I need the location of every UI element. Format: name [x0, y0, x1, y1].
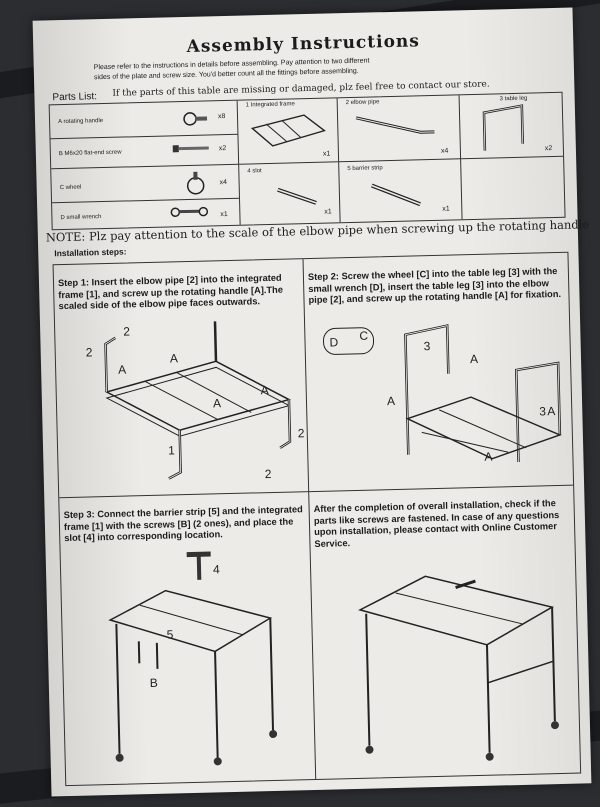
step1-label-a-3: A — [213, 396, 221, 410]
part-qty-c: x4 — [219, 179, 228, 187]
step1-label-a-2: A — [170, 351, 178, 365]
part-qty-3: x2 — [544, 145, 553, 153]
part-name-4: 4 slot — [247, 168, 262, 175]
elbow-pipe-icon — [355, 116, 435, 134]
step-2-text: Step 2: Screw the wheel [C] into the tab… — [307, 266, 562, 306]
integrated-frame-icon — [250, 114, 326, 147]
instruction-sheet: Assembly Instructions Please refer to th… — [32, 7, 592, 797]
part-name-3: 3 table leg — [499, 95, 528, 103]
final-check-text: After the completion of overall installa… — [313, 498, 560, 549]
step2-label-3-left: 3 — [424, 339, 431, 353]
parts-list-label: Parts List: — [52, 91, 98, 104]
part-name-a: A rotating handle — [58, 118, 104, 126]
step1-label-2-right: 2 — [298, 426, 305, 440]
part-qty-d: x1 — [220, 211, 228, 219]
part-qty-2: x4 — [440, 147, 449, 155]
part-name-d: D small wrench — [60, 214, 102, 222]
step2-label-a-3: A — [547, 404, 555, 418]
part-qty-5: x1 — [442, 205, 450, 213]
small-wrench-icon — [170, 206, 209, 218]
step2-label-a-1: A — [470, 352, 478, 366]
part-name-1: 1 Integrated frame — [245, 101, 295, 109]
step3-label-5: 5 — [166, 627, 173, 641]
step-2-diagram: D C 3 3 A A A A — [323, 324, 562, 464]
step2-label-3-right: 3 — [539, 404, 546, 418]
parts-list-table: A rotating handle x8 B M6x20 flat-end sc… — [48, 91, 566, 231]
step-3-text: Step 3: Connect the barrier strip [5] an… — [63, 504, 303, 544]
step2-label-a-4: A — [484, 450, 492, 464]
part-name-c: C wheel — [59, 184, 82, 192]
part-name-5: 5 barrier strip — [347, 165, 383, 173]
assembled-table-diagram — [358, 575, 559, 761]
part-qty-4: x1 — [324, 208, 332, 216]
step2-label-d: D — [329, 335, 338, 349]
step1-label-2-left: 2 — [86, 345, 93, 359]
step-1-diagram: A A A A 1 2 2 2 2 — [86, 321, 305, 481]
step1-label-1: 1 — [168, 443, 175, 457]
part-name-2: 2 elbow pipe — [345, 99, 380, 107]
steps-grid: Step 1: Insert the elbow pipe [2] into t… — [52, 251, 582, 787]
step2-label-c: C — [359, 329, 368, 343]
step1-label-a-1: A — [118, 363, 126, 377]
screw-icon — [172, 145, 209, 153]
step2-label-a-2: A — [387, 394, 395, 408]
step1-label-2-top: 2 — [123, 324, 130, 338]
barrier-strip-icon — [371, 183, 421, 207]
step-3-diagram: 4 5 B — [108, 551, 278, 766]
slot-icon — [277, 187, 317, 205]
step3-label-4: 4 — [213, 562, 220, 576]
wheel-icon — [186, 171, 205, 195]
part-qty-b: x2 — [218, 145, 227, 153]
rotating-handle-icon — [183, 112, 208, 126]
installation-steps-label: Installation steps: — [54, 246, 127, 259]
part-qty-a: x8 — [217, 113, 226, 121]
step1-label-2-bottom: 2 — [265, 467, 272, 481]
table-leg-icon — [482, 104, 525, 151]
step-1-text: Step 1: Insert the elbow pipe [2] into t… — [57, 273, 284, 312]
step1-label-a-4: A — [261, 383, 269, 397]
step3-label-b: B — [150, 676, 158, 690]
